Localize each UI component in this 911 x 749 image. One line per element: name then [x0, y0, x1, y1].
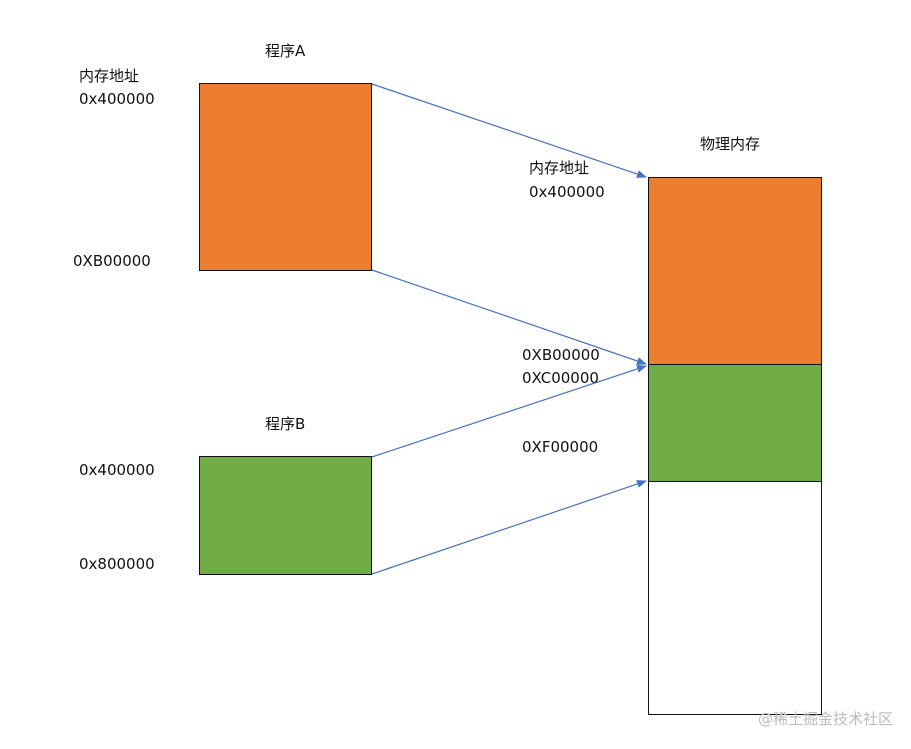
arrow-b-start: [371, 365, 647, 458]
program-a-start-address: 0x400000: [79, 90, 155, 108]
arrow-a-end: [371, 269, 647, 365]
program-b-block: [199, 456, 372, 575]
physical-memory-address-f: 0XF00000: [522, 438, 599, 456]
program-b-end-address: 0x800000: [79, 555, 155, 573]
program-a-title: 程序A: [265, 42, 306, 60]
physical-memory-title: 物理内存: [700, 135, 761, 153]
watermark: @稀土掘金技术社区: [757, 710, 893, 728]
program-b-start-address: 0x400000: [79, 461, 155, 479]
physical-memory-program-a-region: [648, 177, 822, 365]
program-b-title: 程序B: [265, 415, 306, 433]
arrow-a-start: [371, 83, 647, 178]
physical-memory-address-label: 内存地址: [529, 159, 590, 177]
physical-memory-address-b: 0XB00000: [522, 346, 600, 364]
program-a-address-label: 内存地址: [79, 67, 140, 85]
physical-memory-address-c: 0XC00000: [522, 369, 599, 387]
arrow-b-end: [371, 480, 647, 575]
program-a-end-address: 0XB00000: [73, 252, 151, 270]
physical-memory-start-address: 0x400000: [529, 183, 605, 201]
program-a-block: [199, 83, 372, 271]
physical-memory-program-b-region: [648, 364, 822, 482]
